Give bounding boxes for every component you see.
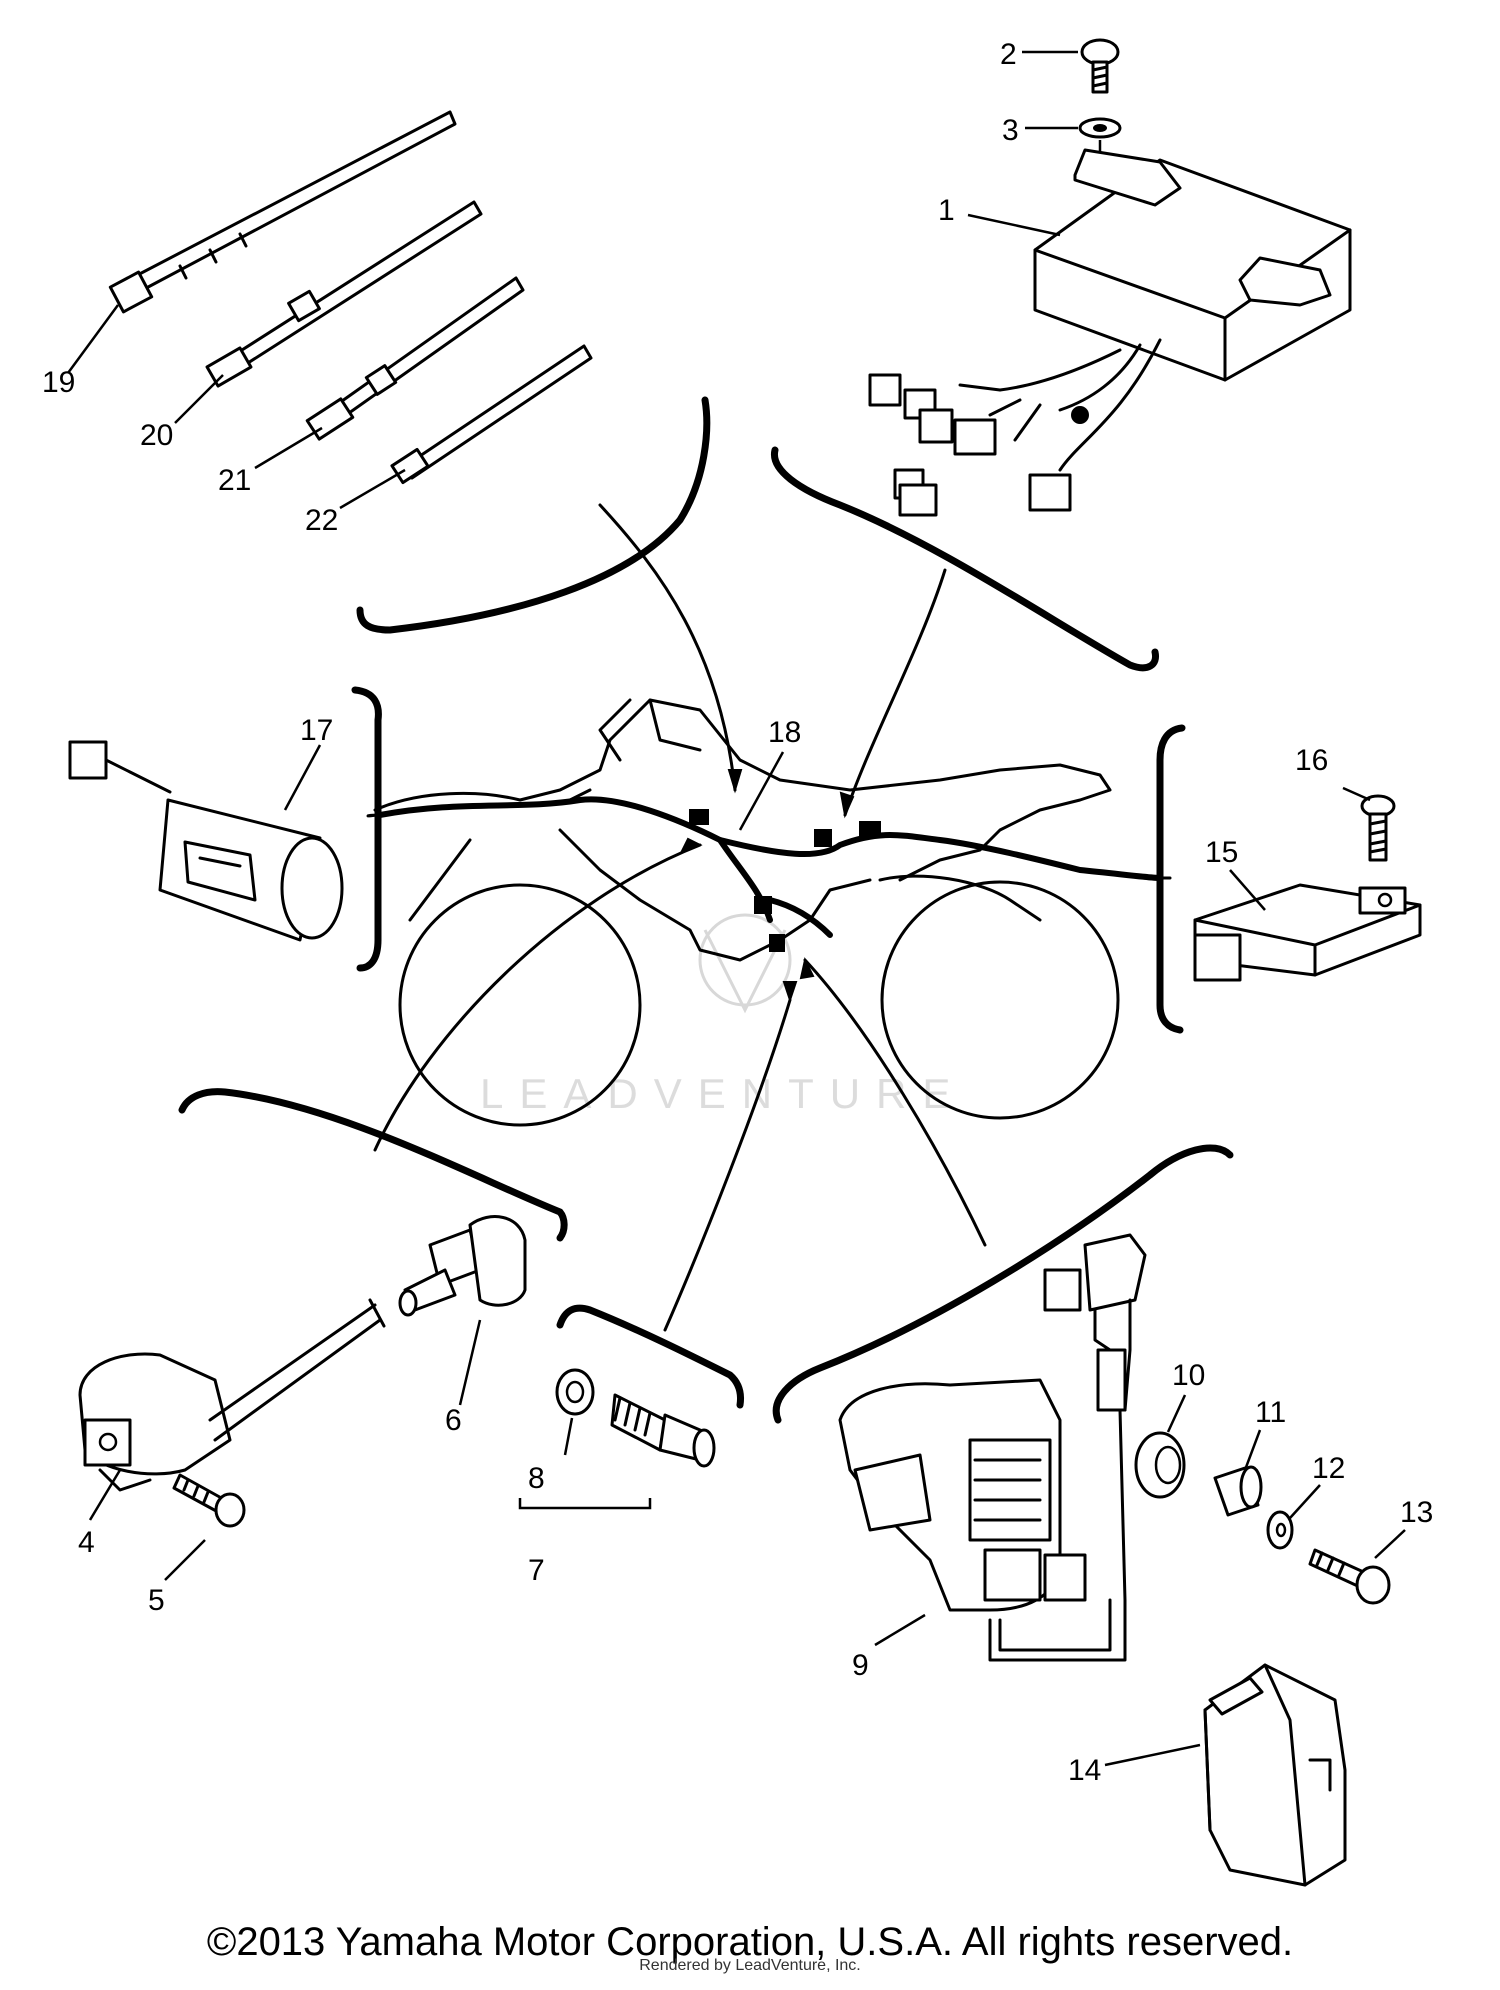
callout-20: 20 <box>140 419 173 452</box>
cable-tie-22 <box>390 344 593 485</box>
callout-19: 19 <box>42 366 75 399</box>
callout-16: 16 <box>1295 744 1328 777</box>
rendered-by-note: Rendered by LeadVenture, Inc. <box>639 1957 861 1974</box>
washer-12 <box>1266 1510 1294 1550</box>
motorcycle-outline <box>373 698 1120 1127</box>
callout-14: 14 <box>1068 1754 1101 1787</box>
cable-tie-20 <box>205 200 483 388</box>
callout-10: 10 <box>1172 1359 1205 1392</box>
callout-7: 7 <box>528 1554 545 1587</box>
callout-labels: 1 2 3 4 5 6 7 8 9 10 11 12 13 14 15 16 1… <box>42 38 1433 1787</box>
bolt-16 <box>1360 794 1396 862</box>
callout-2: 2 <box>1000 38 1017 71</box>
watermark: LEADVENTURE <box>480 913 966 1117</box>
callout-15: 15 <box>1205 836 1238 869</box>
callout-18: 18 <box>768 716 801 749</box>
ignition-coil-17 <box>68 740 344 942</box>
bolt-13 <box>1308 1548 1391 1605</box>
callout-12: 12 <box>1312 1452 1345 1485</box>
callout-11: 11 <box>1255 1396 1286 1429</box>
collar-11 <box>1213 1465 1263 1517</box>
callout-6: 6 <box>445 1404 462 1437</box>
bolt-5 <box>172 1473 246 1528</box>
cdi-unit-1 <box>868 148 1352 517</box>
copyright-notice: ©2013 Yamaha Motor Corporation, U.S.A. A… <box>206 1920 1294 1964</box>
callout-1: 1 <box>938 194 955 227</box>
washer-3 <box>1078 117 1122 139</box>
cover-14 <box>1203 1663 1347 1887</box>
callout-17: 17 <box>300 714 333 747</box>
grommet-10 <box>1134 1431 1186 1499</box>
wire-harness-18 <box>377 796 1163 952</box>
callout-22: 22 <box>305 504 338 537</box>
callout-21: 21 <box>218 464 251 497</box>
callout-4: 4 <box>78 1526 95 1559</box>
callout-8: 8 <box>528 1462 545 1495</box>
callout-13: 13 <box>1400 1496 1433 1529</box>
sensor-6 <box>398 1215 527 1317</box>
callout-9: 9 <box>852 1649 869 1682</box>
screw-2 <box>1080 38 1120 94</box>
callout-5: 5 <box>148 1584 165 1617</box>
relay-15 <box>1193 883 1422 982</box>
callout-leaders <box>66 50 1406 1767</box>
cable-tie-19 <box>108 110 457 314</box>
watermark-text: LEADVENTURE <box>480 1070 966 1117</box>
washer-8 <box>555 1368 595 1416</box>
brackets <box>178 396 1234 1424</box>
neutral-switch-7 <box>610 1393 716 1468</box>
starter-solenoid-4 <box>78 1298 386 1492</box>
callout-3: 3 <box>1002 114 1019 147</box>
rectifier-assembly-9 <box>838 1233 1147 1662</box>
